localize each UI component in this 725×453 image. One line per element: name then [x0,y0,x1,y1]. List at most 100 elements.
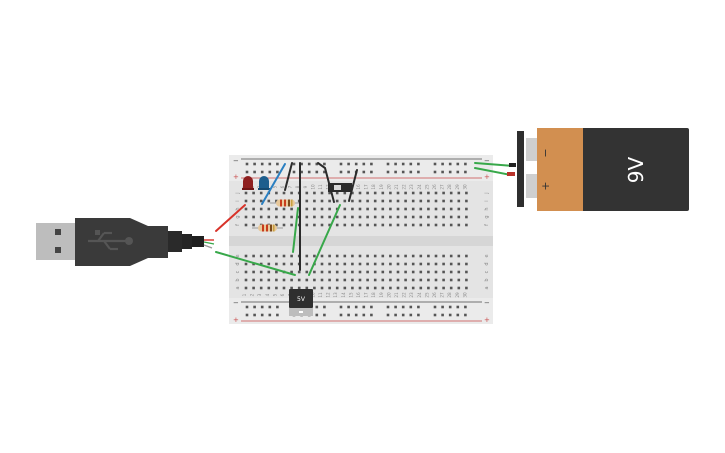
rail-hole[interactable] [307,170,311,174]
terminal-hole[interactable] [381,223,385,227]
rail-hole[interactable] [456,313,460,317]
terminal-hole[interactable] [389,215,392,219]
terminal-hole[interactable] [343,286,347,290]
terminal-hole[interactable] [457,278,461,282]
terminal-hole[interactable] [275,223,278,227]
terminal-hole[interactable] [275,215,278,219]
rail-hole[interactable] [354,162,358,166]
rail-hole[interactable] [394,170,397,174]
wire-green-switch[interactable] [308,204,341,276]
terminal-hole[interactable] [465,278,468,282]
rail-hole[interactable] [253,162,256,166]
terminal-hole[interactable] [320,215,324,219]
rail-hole[interactable] [315,170,319,174]
terminal-hole[interactable] [313,199,316,203]
terminal-hole[interactable] [290,207,293,211]
terminal-hole[interactable] [389,262,392,266]
rail-hole[interactable] [268,170,272,174]
terminal-hole[interactable] [404,215,407,219]
terminal-hole[interactable] [396,215,400,219]
terminal-hole[interactable] [351,262,354,266]
terminal-hole[interactable] [442,262,445,266]
terminal-hole[interactable] [404,223,407,227]
rail-hole[interactable] [362,162,366,166]
rail-hole[interactable] [347,170,350,174]
rail-hole[interactable] [347,162,350,166]
rail-hole[interactable] [323,162,326,166]
terminal-hole[interactable] [381,215,385,219]
terminal-hole[interactable] [252,262,255,266]
rail-hole[interactable] [370,305,373,309]
terminal-hole[interactable] [343,278,347,282]
rail-hole[interactable] [417,170,420,174]
terminal-hole[interactable] [343,254,347,258]
terminal-hole[interactable] [449,254,453,258]
terminal-hole[interactable] [389,191,392,195]
rail-hole[interactable] [448,313,452,317]
terminal-hole[interactable] [244,191,248,195]
terminal-hole[interactable] [282,254,286,258]
terminal-hole[interactable] [320,262,324,266]
terminal-hole[interactable] [411,207,415,211]
terminal-hole[interactable] [297,278,301,282]
terminal-hole[interactable] [305,270,309,274]
rail-hole[interactable] [433,170,437,174]
terminal-hole[interactable] [427,262,430,266]
terminal-hole[interactable] [259,262,263,266]
rail-hole[interactable] [370,313,373,317]
terminal-hole[interactable] [366,278,369,282]
terminal-hole[interactable] [343,199,347,203]
terminal-hole[interactable] [457,199,461,203]
terminal-hole[interactable] [442,199,445,203]
terminal-hole[interactable] [427,199,430,203]
terminal-hole[interactable] [305,199,309,203]
terminal-hole[interactable] [396,254,400,258]
rail-hole[interactable] [300,170,303,174]
wire-green-battery-1[interactable] [474,162,515,167]
rail-hole[interactable] [315,313,319,317]
terminal-hole[interactable] [259,199,263,203]
rail-hole[interactable] [386,305,390,309]
terminal-hole[interactable] [244,199,248,203]
terminal-hole[interactable] [275,270,278,274]
terminal-hole[interactable] [449,286,453,290]
terminal-hole[interactable] [267,270,271,274]
resistor-bottom[interactable] [252,224,283,232]
terminal-hole[interactable] [442,223,445,227]
wire-green-usb[interactable] [215,251,296,276]
terminal-hole[interactable] [442,254,445,258]
terminal-hole[interactable] [335,215,339,219]
terminal-hole[interactable] [351,270,354,274]
terminal-hole[interactable] [389,270,392,274]
terminal-hole[interactable] [389,207,392,211]
terminal-hole[interactable] [449,191,453,195]
rail-hole[interactable] [253,170,256,174]
terminal-hole[interactable] [358,278,362,282]
terminal-hole[interactable] [442,207,445,211]
terminal-hole[interactable] [267,278,271,282]
terminal-hole[interactable] [396,223,400,227]
terminal-hole[interactable] [411,191,415,195]
terminal-hole[interactable] [328,262,331,266]
terminal-hole[interactable] [373,270,377,274]
terminal-hole[interactable] [328,270,331,274]
wire-green-mid[interactable] [292,207,299,253]
terminal-hole[interactable] [313,215,316,219]
terminal-hole[interactable] [381,278,385,282]
rail-hole[interactable] [323,170,326,174]
terminal-hole[interactable] [313,191,316,195]
terminal-hole[interactable] [449,223,453,227]
rail-hole[interactable] [315,162,319,166]
terminal-hole[interactable] [449,278,453,282]
terminal-hole[interactable] [465,262,468,266]
rail-hole[interactable] [417,305,420,309]
terminal-hole[interactable] [366,223,369,227]
terminal-hole[interactable] [282,191,286,195]
terminal-hole[interactable] [328,191,331,195]
terminal-hole[interactable] [290,262,293,266]
terminal-hole[interactable] [290,215,293,219]
terminal-hole[interactable] [282,207,286,211]
terminal-hole[interactable] [389,199,392,203]
terminal-hole[interactable] [259,286,263,290]
terminal-hole[interactable] [434,199,438,203]
